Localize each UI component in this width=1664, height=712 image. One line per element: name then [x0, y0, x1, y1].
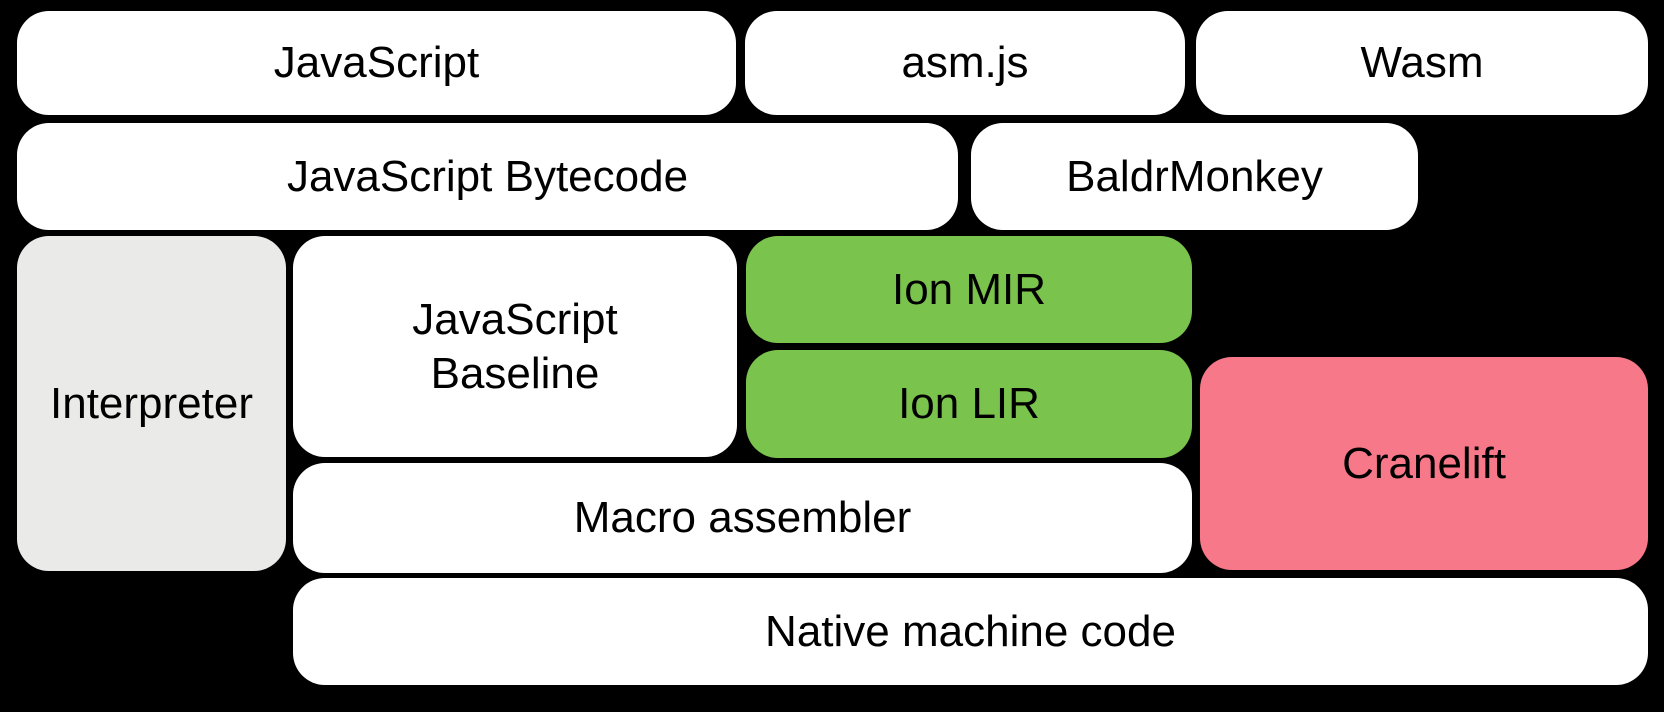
box-ion-lir: Ion LIR — [746, 350, 1192, 458]
box-cranelift: Cranelift — [1200, 357, 1648, 570]
box-javascript: JavaScript — [17, 11, 736, 115]
box-javascript-bytecode-label: JavaScript Bytecode — [286, 151, 689, 201]
box-asmjs: asm.js — [745, 11, 1185, 115]
box-ion-mir-label: Ion MIR — [891, 264, 1047, 314]
box-wasm-label: Wasm — [1360, 38, 1484, 87]
box-javascript-bytecode: JavaScript Bytecode — [17, 123, 958, 230]
box-asmjs-label: asm.js — [901, 38, 1029, 87]
box-native-machine-code-label: Native machine code — [765, 606, 1176, 656]
box-interpreter-label: Interpreter — [50, 378, 253, 428]
box-ion-mir: Ion MIR — [746, 236, 1192, 343]
box-baldrmonkey: BaldrMonkey — [971, 123, 1418, 230]
box-wasm: Wasm — [1196, 11, 1648, 115]
box-native-machine-code: Native machine code — [293, 578, 1648, 685]
box-macro-assembler-label: Macro assembler — [573, 493, 912, 542]
box-macro-assembler: Macro assembler — [293, 463, 1192, 573]
box-javascript-label: JavaScript — [273, 38, 480, 87]
box-cranelift-label: Cranelift — [1342, 438, 1506, 488]
box-interpreter: Interpreter — [17, 236, 286, 571]
box-baldrmonkey-label: BaldrMonkey — [1066, 151, 1323, 201]
box-javascript-baseline-label: JavaScript Baseline — [412, 294, 618, 398]
box-ion-lir-label: Ion LIR — [898, 379, 1040, 428]
box-javascript-baseline: JavaScript Baseline — [293, 236, 737, 457]
